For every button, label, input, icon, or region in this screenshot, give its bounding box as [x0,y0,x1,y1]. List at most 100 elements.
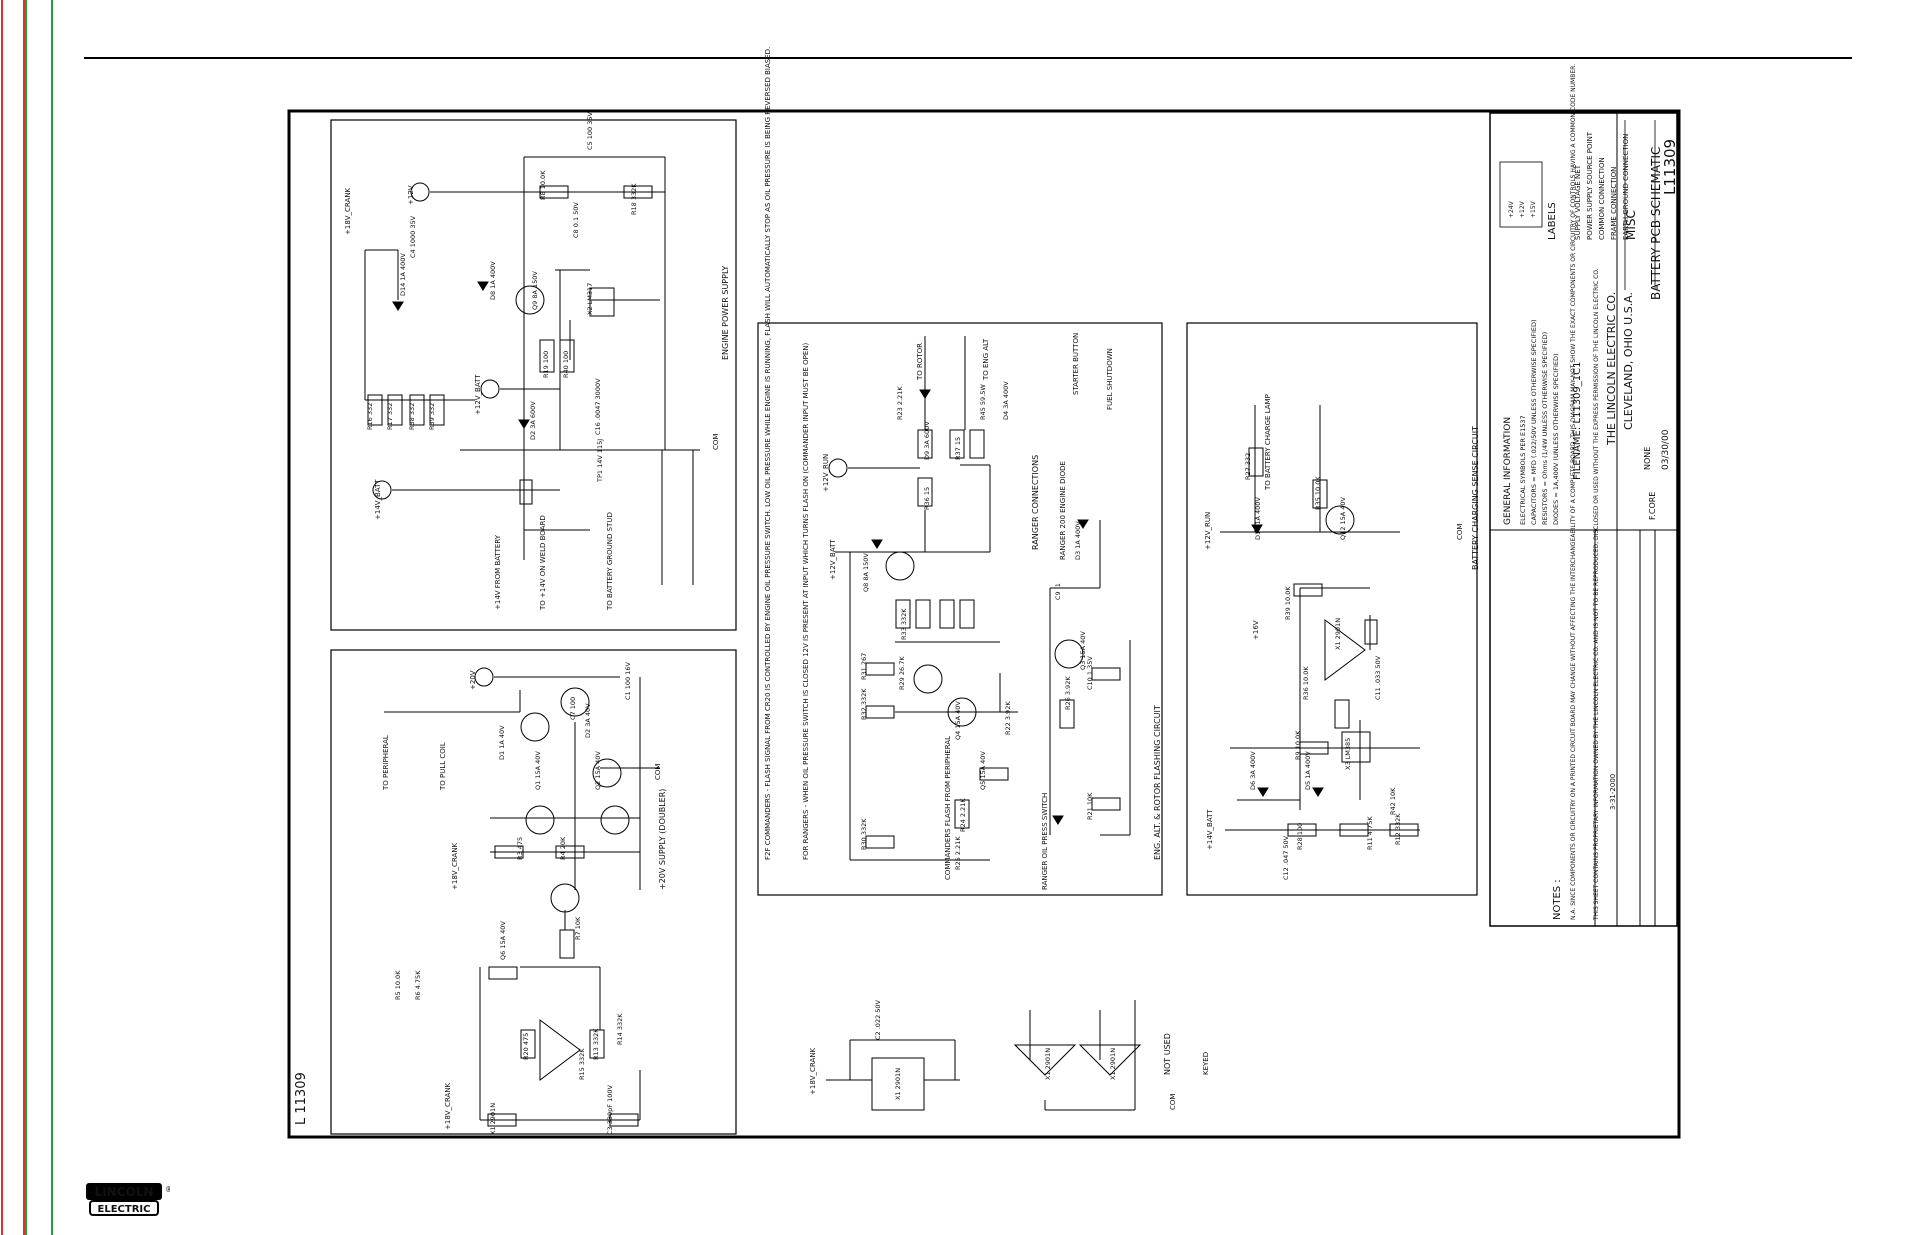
component-doubler-0: D1 1A 40V [498,725,506,760]
label-item-1: POWER SUPPLY SOURCE POINT [1586,131,1594,240]
engine-power-supply-panel [330,119,737,631]
logo-line1: LINCOLN [95,1185,154,1199]
drawing-border [287,109,1681,1139]
component-flash-19: R45 59.5W [979,384,987,420]
component-flash-20: D4 3A 400V [1002,381,1010,420]
ranger-connections-title: RANGER CONNECTIONS [1031,455,1040,550]
net-to-rotor: TO ROTOR [916,343,924,381]
title-group-type: MISC [1624,210,1638,240]
component-epsu-11: R38 332 [408,403,416,430]
net-12v-run-charge: +12V_RUN [1204,512,1212,550]
component-epsu-14: R40 100 [562,351,570,378]
component-doubler-14: X1 2901N [489,1103,497,1135]
notes-title: NOTES : [1552,879,1563,920]
component-flash-11: C10 1 35V [1086,656,1094,690]
label-supply-0: +24V [1508,200,1515,218]
component-flash-18: R37 15 [954,437,962,460]
net-18v-crank-bottom: +18V_CRANK [444,1082,452,1130]
component-charging-14: R12 332K [1394,813,1402,845]
component-epsu-6: D8 1A 400V [489,261,497,300]
charging-sense-title: BATTERY CHARGING SENSE CIRCUIT [1471,426,1480,570]
net-com-doubler: COM [654,764,662,780]
net-to-eng-alt: TO ENG ALT [982,338,990,381]
net-com-misc: COM [1169,1094,1177,1110]
component-misc-1: X1 2901N [894,1068,902,1100]
misc-opamp-wiring [826,1000,1142,1111]
title-block [1489,112,1678,927]
component-flash-1: R31 267 [860,653,868,680]
net-20v: +20V [469,670,477,690]
net-to-battery-ground: TO BATTERY GROUND STUD [606,512,614,611]
component-doubler-4: C1 100 16V [624,662,632,700]
component-epsu-4: C8 0.1 50V [572,202,580,238]
component-charging-6: R36 10.0K [1302,666,1310,700]
doubler-panel [330,649,737,1135]
net-16v: +16V [1252,620,1260,640]
title-filename: FILENAME: L11309_1C1 [1572,362,1583,481]
component-epsu-10: R17 332 [386,403,394,430]
component-charging-9: R9 10.0K [1294,730,1302,760]
component-flash-16: D9 3A 600V [923,421,931,460]
component-flash-14: R22 3.92K [1004,701,1012,735]
title-company-line1: THE LINCOLN ELECTRIC CO. [1605,292,1618,446]
component-misc-0: C2 .022 50V [874,999,882,1040]
net-keyed: KEYED [1202,1052,1210,1075]
flash-circuit-wiring [828,336,1131,861]
net-18v-crank-top: +18V_CRANK [344,187,352,235]
component-epsu-5: D14 1A 400V [399,253,407,296]
revision-date: 3-31-2000 [1609,774,1617,810]
component-flash-4: R30 332K [860,818,868,850]
general-info-line-2: RESISTORS = Ohms (1/4W UNLESS OTHERWISE … [1541,332,1549,525]
component-charging-11: D5 1A 400V [1304,751,1312,790]
logo-line2: ELECTRIC [98,1204,151,1215]
component-charging-5: R39 10.0K [1284,586,1292,620]
component-charging-4: X1 2901N [1334,618,1342,650]
net-12v-batt: +12V_BATT [474,374,482,415]
component-doubler-1: D2 3A 40V [584,703,592,738]
general-info-line-0: ELECTRICAL SYMBOLS PER E1537 [1519,415,1527,525]
component-doubler-12: R15 332K [578,1048,586,1080]
component-epsu-7: Q9 8A 150V [531,271,539,310]
component-flash-3: R33 332K [900,608,908,640]
logo-reg-mark: ® [165,1185,170,1194]
net-commanders-flash: COMMANDERS FLASH FROM PERIPHERAL [944,736,952,880]
label-item-4: EARTH GROUND CONNECTION [1622,134,1630,240]
component-doubler-13: R14 332K [616,1013,624,1045]
doubler-title: +20V SUPPLY (DOUBLER) [658,789,667,890]
net-18v-crank-doubler: +18V_CRANK [451,842,459,890]
net-to-pull-coil: TO PULL COIL [439,742,447,791]
component-charging-0: R27 332 [1244,453,1252,480]
engine-power-supply-wiring [364,156,700,585]
component-charging-7: C11 .033 50V [1374,655,1382,700]
component-doubler-3: Q2 15A 40V [594,751,602,790]
component-charging-1: D15 1A 400V [1254,497,1262,540]
component-flash-9: R25 2.21K [954,836,962,870]
net-to-peripheral: TO PERIPHERAL [382,735,390,791]
net-14v-batt: +14V_BATT [374,479,382,520]
component-doubler-7: R3 475 [516,837,524,860]
component-epsu-0: C5 100 35V [586,112,594,150]
component-doubler-9: Q6 15A 40V [499,921,507,960]
component-flash-17: R36 15 [923,487,931,510]
component-doubler-6: R4 20K [559,836,567,860]
title-scale: NONE [1643,447,1652,470]
title-date: 03/30/00 [1661,429,1671,470]
component-flash-2: R32 332K [860,688,868,720]
component-doubler-8: R7 10K [574,916,582,940]
net-12v-batt-flash: +12V_BATT [829,539,837,580]
charging-sense-wiring [1220,405,1420,837]
component-doubler-15: C3 330pF 100V [606,1085,614,1135]
component-flash-7: Q5 15A 40V [979,751,987,790]
component-doubler-11: R13 332K [592,1028,600,1060]
net-ranger-oil-switch: RANGER OIL PRESS SWITCH [1041,793,1049,890]
net-com-charge: COM [1456,524,1464,540]
net-12v-run: +12V_RUN [822,454,830,492]
lincoln-electric-logo: LINCOLN ® ELECTRIC [86,1183,173,1217]
component-epsu-16: C16 .0047 3000V [594,378,602,435]
component-epsu-15: D2 3A 600V [529,401,537,440]
component-flash-22: C9 .1 [1054,583,1062,600]
net-12v-top: +12V [407,185,415,205]
component-doubler-10: R20 475 [522,1033,530,1060]
component-epsu-1: R8 10.0K [539,170,547,200]
